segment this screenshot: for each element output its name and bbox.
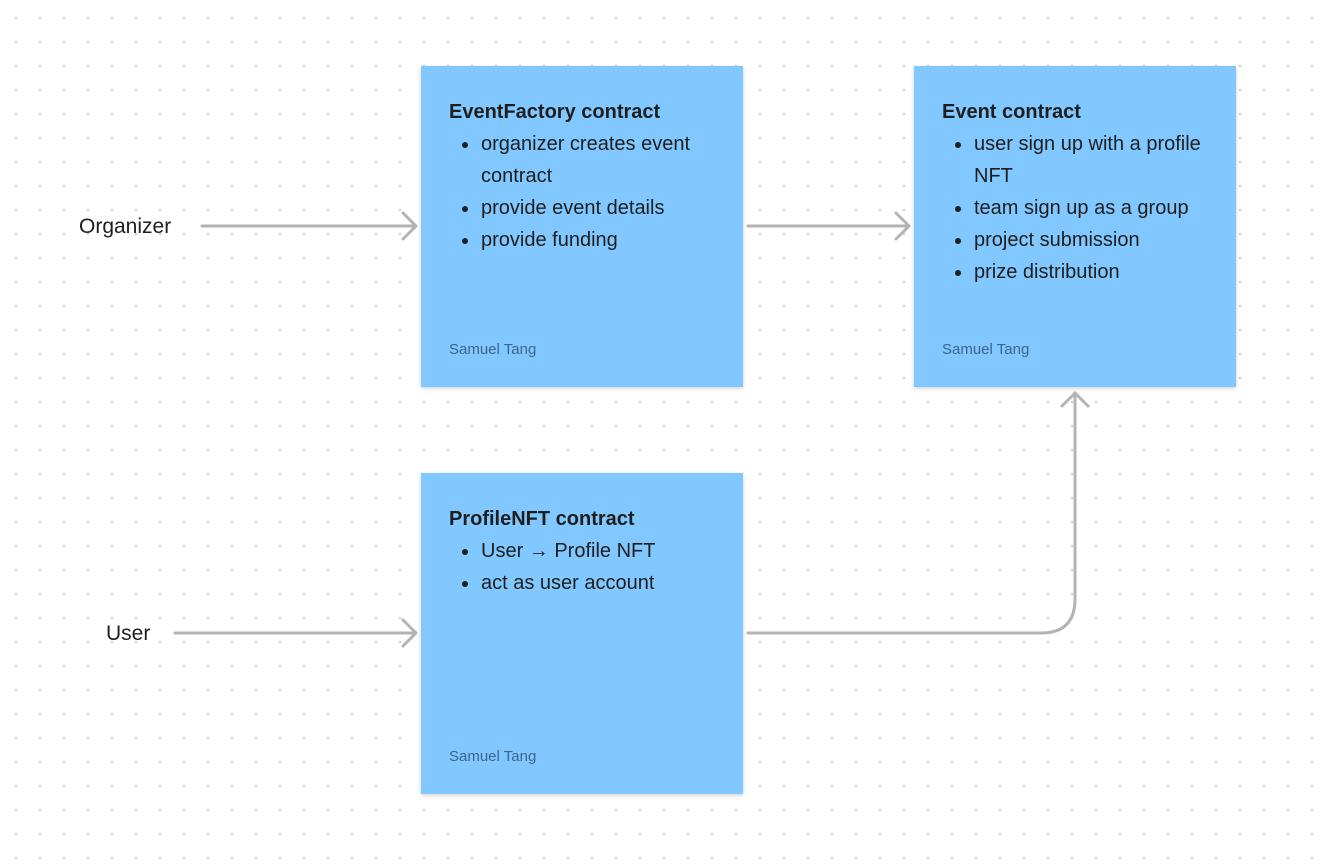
sticky-event-contract[interactable]: Event contract user sign up with a profi…	[914, 66, 1236, 387]
list-item: user sign up with a profile NFT	[942, 128, 1216, 192]
sticky-bullet-list: User → Profile NFT act as user account	[449, 535, 723, 599]
sticky-author: Samuel Tang	[449, 748, 537, 765]
sticky-eventfactory-contract[interactable]: EventFactory contract organizer creates …	[421, 66, 743, 387]
organizer-label[interactable]: Organizer	[79, 215, 172, 238]
sticky-title: EventFactory contract	[449, 101, 661, 123]
connector-profilenft-to-event[interactable]	[746, 391, 1090, 635]
arrowhead-icon	[401, 211, 418, 241]
sticky-author: Samuel Tang	[449, 341, 537, 358]
list-item: act as user account	[449, 567, 723, 599]
list-item: project submission	[942, 224, 1216, 256]
user-label[interactable]: User	[106, 622, 151, 645]
arrowhead-icon	[894, 211, 911, 241]
list-item: team sign up as a group	[942, 192, 1216, 224]
connector-organizer-to-eventfactory[interactable]	[200, 211, 418, 241]
list-item: organizer creates event contract	[449, 128, 723, 192]
arrowhead-icon	[1060, 391, 1090, 408]
list-item: provide event details	[449, 192, 723, 224]
sticky-title: Event contract	[942, 101, 1081, 123]
sticky-profilenft-contract[interactable]: ProfileNFT contract User → Profile NFT a…	[421, 473, 743, 794]
arrowhead-icon	[401, 618, 418, 648]
list-item: prize distribution	[942, 256, 1216, 288]
sticky-bullet-list: organizer creates event contract provide…	[449, 128, 723, 256]
connector-eventfactory-to-event[interactable]	[746, 211, 911, 241]
list-item: User → Profile NFT	[449, 535, 723, 567]
sticky-author: Samuel Tang	[942, 341, 1030, 358]
list-item: provide funding	[449, 224, 723, 256]
sticky-bullet-list: user sign up with a profile NFT team sig…	[942, 128, 1216, 288]
connector-user-to-profilenft[interactable]	[173, 618, 418, 648]
sticky-title: ProfileNFT contract	[449, 508, 635, 530]
